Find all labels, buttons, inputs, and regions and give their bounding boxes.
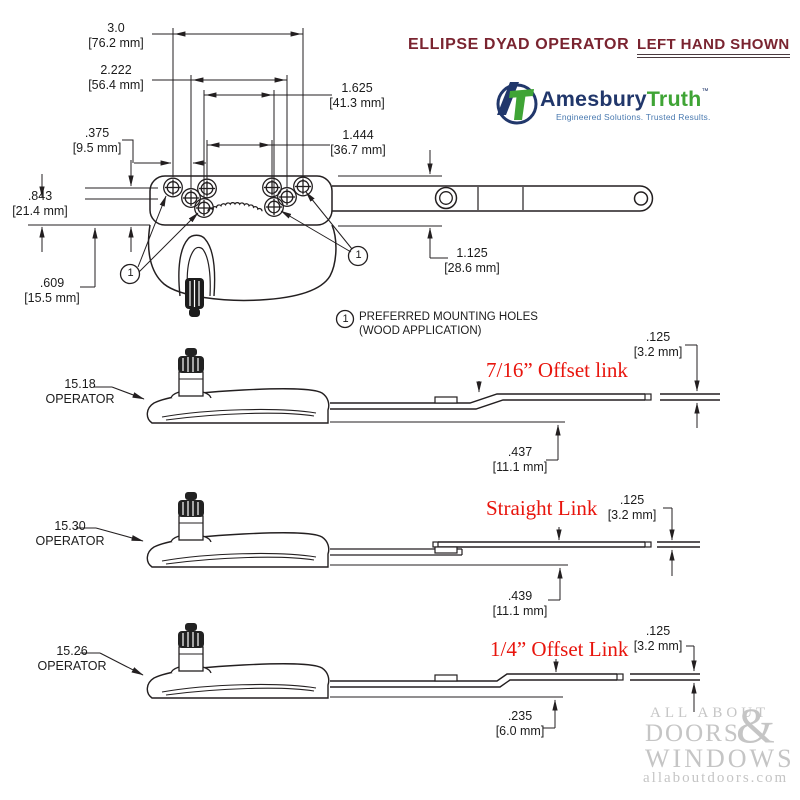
operator-label-15-26: 15.26 OPERATOR — [37, 644, 107, 673]
thickness-dim-3: .125 [3.2 mm] — [633, 624, 683, 653]
operator-label-15-18: 15.18 OPERATOR — [45, 377, 115, 406]
page-title: ELLIPSE DYAD OPERATOR — [408, 36, 630, 53]
offset-dim-1: .437 [11.1 mm] — [492, 445, 548, 474]
mounting-note-line1: PREFERRED MOUNTING HOLES — [359, 311, 538, 323]
dimension-1-125: 1.125 [28.6 mm] — [444, 246, 500, 275]
hand-orientation-label: LEFT HAND SHOWN — [637, 36, 790, 58]
dimension-3-0: 3.0 [76.2 mm] — [88, 21, 144, 50]
callout-1-right: 1 — [355, 249, 362, 261]
dimension-0-609: .609 [15.5 mm] — [24, 276, 80, 305]
operator-label-15-30: 15.30 OPERATOR — [35, 519, 105, 548]
watermark-all-about: ALL ABOUT — [650, 705, 770, 721]
offset-dim-3: .235 [6.0 mm] — [495, 709, 545, 738]
watermark-doors: DOORS — [645, 720, 740, 747]
link-type-label-3: 1/4” Offset Link — [490, 637, 629, 661]
side-view-15-26 — [80, 622, 700, 729]
thickness-dim-1: .125 [3.2 mm] — [633, 330, 683, 359]
mounting-holes — [163, 176, 313, 218]
plan-dimension-lines — [28, 28, 448, 329]
watermark-ampersand: & — [736, 697, 775, 753]
brand-tagline: Engineered Solutions. Trusted Results. — [556, 112, 711, 122]
side-view-15-30 — [76, 491, 700, 601]
logo-a-shape — [497, 82, 519, 115]
callout-1-note: 1 — [342, 313, 349, 325]
callout-1-left: 1 — [127, 267, 134, 279]
dimension-2-222: 2.222 [56.4 mm] — [88, 63, 144, 92]
dimension-0-843: .843 [21.4 mm] — [12, 189, 68, 218]
plan-view-drawing — [147, 175, 654, 317]
watermark-url: allaboutdoors.com — [643, 770, 789, 786]
dimension-1-625: 1.625 [41.3 mm] — [329, 81, 385, 110]
amesbury-truth-logo-icon — [496, 82, 538, 125]
dimension-1-444: 1.444 [36.7 mm] — [330, 128, 386, 157]
thickness-dim-2: .125 [3.2 mm] — [607, 493, 657, 522]
dimension-0-375: .375 [9.5 mm] — [72, 126, 122, 155]
offset-dim-2: .439 [11.1 mm] — [492, 589, 548, 618]
watermark-windows: WINDOWS — [645, 744, 795, 773]
link-type-label-1: 7/16” Offset link — [486, 358, 628, 382]
brand-truth: Truth — [646, 87, 702, 111]
link-type-label-2: Straight Link — [486, 496, 598, 520]
mounting-note-line2: (WOOD APPLICATION) — [359, 325, 482, 337]
brand-amesbury: Amesbury — [540, 87, 647, 111]
trademark-symbol: ™ — [701, 88, 709, 95]
brand-wordmark: AmesburyTruth™ — [540, 87, 709, 112]
side-view-15-18 — [93, 344, 720, 461]
